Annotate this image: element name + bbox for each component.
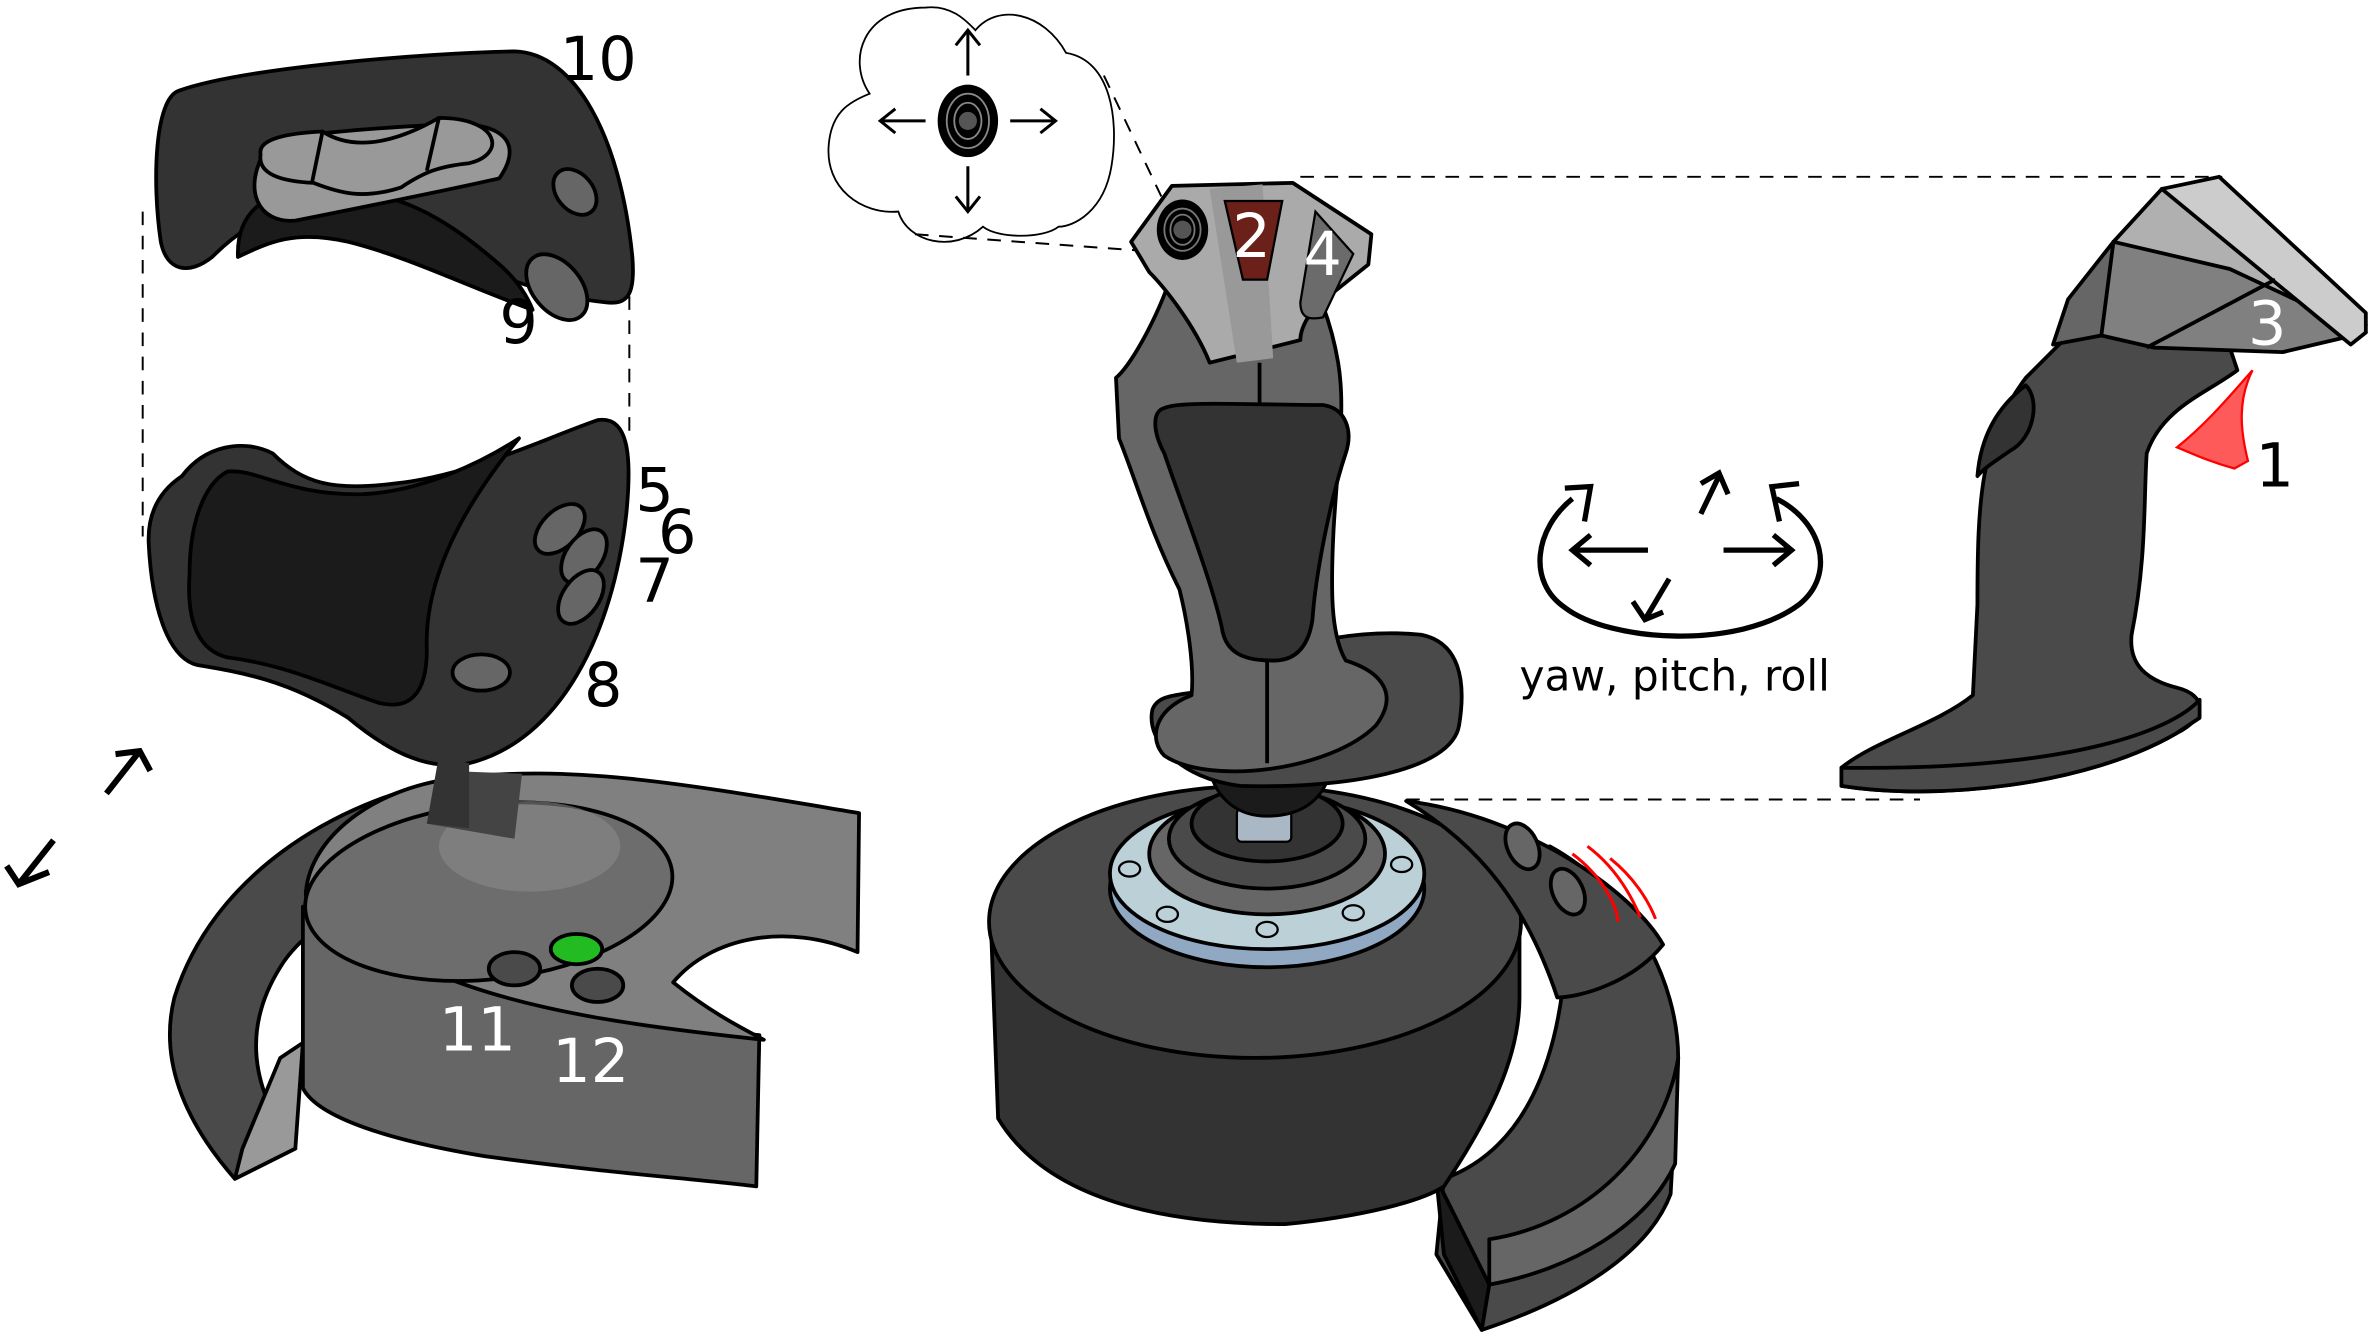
label-2: 2 xyxy=(1232,202,1270,272)
label-3: 3 xyxy=(2248,290,2286,360)
left-base xyxy=(167,770,861,1189)
back-arrow-icon xyxy=(4,838,56,888)
label-8: 8 xyxy=(584,651,622,721)
label-10: 10 xyxy=(560,25,637,95)
button-9 xyxy=(524,252,590,322)
label-11: 11 xyxy=(439,995,516,1065)
button-4 xyxy=(1299,209,1355,320)
label-1: 1 xyxy=(2256,432,2294,502)
grip-top-piece xyxy=(154,49,635,322)
base-button-b xyxy=(1548,866,1587,917)
label-7: 7 xyxy=(635,547,673,617)
label-6: 6 xyxy=(658,498,696,568)
grip-lower-piece xyxy=(146,417,631,829)
hat-switch-callout xyxy=(827,6,1115,243)
button-2 xyxy=(1223,199,1284,281)
button-10 xyxy=(551,167,599,217)
trigger-1 xyxy=(2174,369,2254,470)
button-11 xyxy=(486,950,543,988)
label-5: 5 xyxy=(635,456,673,526)
center-base xyxy=(987,769,1681,1332)
label-12: 12 xyxy=(552,1027,629,1097)
callout-line xyxy=(914,233,1165,254)
button-7 xyxy=(556,568,606,626)
axes-caption: yaw, pitch, roll xyxy=(1520,652,1830,701)
button-8 xyxy=(450,652,512,693)
yaw-pitch-roll-icon xyxy=(1537,469,1824,639)
forward-arrow-icon xyxy=(104,747,153,796)
right-stick-side xyxy=(1839,174,2368,794)
red-stripes xyxy=(1571,845,1657,922)
center-stick xyxy=(1114,180,1464,789)
label-9: 9 xyxy=(499,288,537,358)
label-4: 4 xyxy=(1303,220,1341,290)
button-green xyxy=(548,932,605,967)
button-12 xyxy=(570,966,626,1004)
base-button-a xyxy=(1503,821,1542,872)
